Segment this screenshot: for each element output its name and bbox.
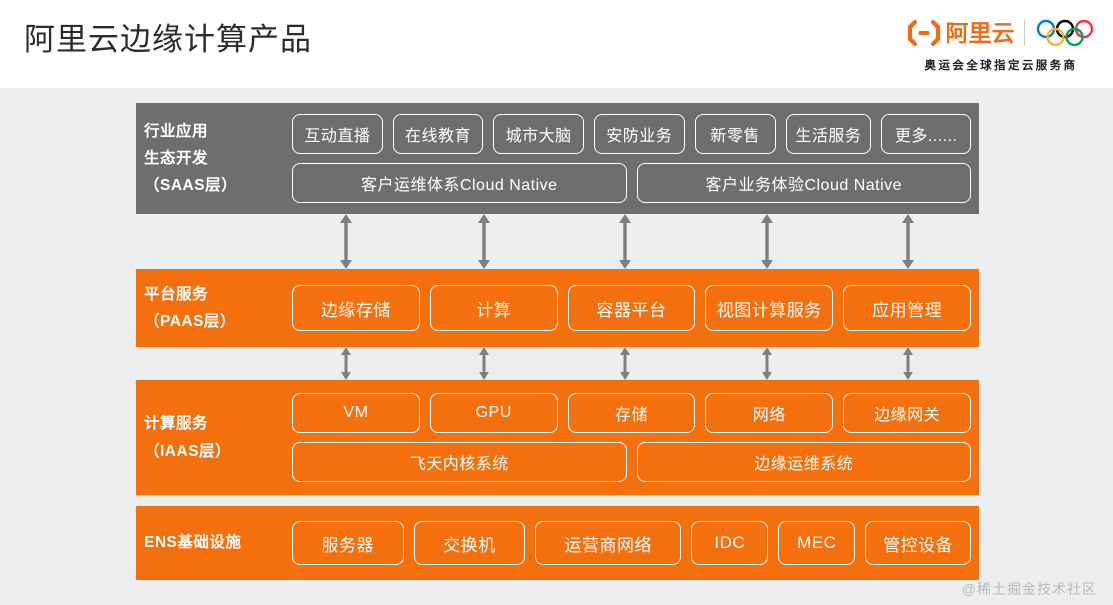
- chip-compute[interactable]: 计算: [429, 285, 558, 331]
- brand-name: 阿里云: [945, 19, 1015, 46]
- chip-life-services[interactable]: 生活服务: [785, 114, 872, 154]
- chip-vm[interactable]: VM: [292, 393, 420, 433]
- chip-edge-ops-system[interactable]: 边缘运维系统: [636, 442, 971, 482]
- page-header: 阿里云边缘计算产品 阿里云 奥运会全球指定云服务商: [0, 0, 1113, 88]
- chip-more[interactable]: 更多......: [881, 114, 971, 154]
- layer-saas: 行业应用 生态开发 （SAAS层） 互动直播 在线教育 城市大脑 安防业务 新零…: [136, 103, 979, 214]
- watermark: @稀土掘金技术社区: [961, 581, 1097, 597]
- layer-paas-label-line-2: （PAAS层）: [144, 313, 236, 330]
- brand-block: 阿里云 奥运会全球指定云服务商: [901, 16, 1101, 73]
- chip-city-brain[interactable]: 城市大脑: [493, 114, 584, 154]
- double-headed-arrow-icon: [901, 347, 915, 380]
- layer-iaas-label: 计算服务 （IAAS层）: [144, 380, 292, 495]
- architecture-diagram: 行业应用 生态开发 （SAAS层） 互动直播 在线教育 城市大脑 安防业务 新零…: [0, 88, 1113, 605]
- chip-server[interactable]: 服务器: [292, 521, 404, 565]
- layer-saas-label-line-2: 生态开发: [144, 149, 209, 167]
- iaas-system-chip-row: 飞天内核系统 边缘运维系统: [292, 442, 971, 482]
- chip-feitian-kernel-system[interactable]: 飞天内核系统: [292, 442, 627, 482]
- paas-chip-row: 边缘存储 计算 容器平台 视图计算服务 应用管理: [292, 285, 971, 331]
- double-headed-arrow-icon: [760, 347, 774, 380]
- layer-iaas-label-line-1: 计算服务: [144, 415, 209, 433]
- chip-gpu[interactable]: GPU: [429, 393, 558, 433]
- saas-cloudnative-chip-row: 客户运维体系Cloud Native 客户业务体验Cloud Native: [292, 163, 971, 203]
- chip-online-education[interactable]: 在线教育: [392, 114, 484, 154]
- layer-ens-body: 服务器 交换机 运营商网络 IDC MEC 管控设备: [292, 506, 972, 580]
- brand-divider: [1023, 20, 1025, 46]
- layer-paas: 平台服务 （PAAS层） 边缘存储 计算 容器平台 视图计算服务 应用管理: [136, 269, 979, 347]
- layer-ens-label-line-1: ENS基础设施: [144, 534, 242, 552]
- layer-iaas-body: VM GPU 存储 网络 边缘网关 飞天内核系统 边缘运维系统: [292, 380, 971, 495]
- chip-network[interactable]: 网络: [705, 393, 834, 433]
- ens-chip-row: 服务器 交换机 运营商网络 IDC MEC 管控设备: [292, 521, 972, 565]
- layer-ens: ENS基础设施 服务器 交换机 运营商网络 IDC MEC 管控设备: [136, 506, 979, 580]
- layer-paas-label-line-1: 平台服务: [144, 285, 209, 303]
- saas-app-chip-row: 互动直播 在线教育 城市大脑 安防业务 新零售 生活服务 更多......: [292, 114, 971, 154]
- double-headed-arrow-icon: [339, 214, 353, 269]
- iaas-resource-chip-row: VM GPU 存储 网络 边缘网关: [292, 393, 971, 433]
- connectors-paas-iaas: [136, 347, 979, 380]
- double-headed-arrow-icon: [618, 347, 632, 380]
- alibaba-cloud-logo-icon: 阿里云: [907, 20, 1015, 46]
- layer-saas-label: 行业应用 生态开发 （SAAS层）: [144, 103, 292, 214]
- layer-paas-body: 边缘存储 计算 容器平台 视图计算服务 应用管理: [292, 269, 971, 347]
- chip-switch[interactable]: 交换机: [413, 521, 526, 565]
- double-headed-arrow-icon: [618, 214, 632, 269]
- chip-edge-storage[interactable]: 边缘存储: [292, 285, 420, 331]
- chip-mec[interactable]: MEC: [778, 521, 856, 565]
- layer-ens-label: ENS基础设施: [144, 506, 292, 580]
- layer-saas-body: 互动直播 在线教育 城市大脑 安防业务 新零售 生活服务 更多...... 客户…: [292, 103, 971, 214]
- connectors-saas-paas: [136, 214, 979, 269]
- double-headed-arrow-icon: [477, 347, 491, 380]
- chip-container-platform[interactable]: 容器平台: [567, 285, 696, 331]
- double-headed-arrow-icon: [339, 347, 353, 380]
- chip-carrier-network[interactable]: 运营商网络: [535, 521, 682, 565]
- chip-new-retail[interactable]: 新零售: [694, 114, 776, 154]
- layer-iaas-label-line-2: （IAAS层）: [144, 442, 232, 460]
- chip-application-management[interactable]: 应用管理: [843, 285, 971, 331]
- olympic-rings-icon: [1036, 19, 1093, 47]
- layer-saas-label-line-3: （SAAS层）: [144, 177, 238, 195]
- double-headed-arrow-icon: [477, 214, 491, 269]
- chip-security-business[interactable]: 安防业务: [593, 114, 685, 154]
- double-headed-arrow-icon: [760, 214, 774, 269]
- layer-paas-label: 平台服务 （PAAS层）: [144, 269, 292, 347]
- double-headed-arrow-icon: [901, 214, 915, 269]
- chip-storage[interactable]: 存储: [567, 393, 696, 433]
- layer-saas-label-line-1: 行业应用: [144, 122, 209, 140]
- chip-idc[interactable]: IDC: [691, 521, 769, 565]
- chip-control-device[interactable]: 管控设备: [865, 521, 972, 565]
- chip-view-compute-service[interactable]: 视图计算服务: [705, 285, 834, 331]
- chip-customer-experience-cloud-native[interactable]: 客户业务体验Cloud Native: [636, 163, 971, 203]
- brand-row: 阿里云: [901, 16, 1101, 50]
- chip-edge-gateway[interactable]: 边缘网关: [843, 393, 971, 433]
- chip-interactive-live[interactable]: 互动直播: [292, 114, 383, 154]
- page-title: 阿里云边缘计算产品: [24, 22, 312, 57]
- chip-customer-ops-cloud-native[interactable]: 客户运维体系Cloud Native: [292, 163, 627, 203]
- layer-iaas: 计算服务 （IAAS层） VM GPU 存储 网络 边缘网关 飞天内核系统 边缘…: [136, 380, 979, 495]
- brand-tagline: 奥运会全球指定云服务商: [924, 60, 1078, 72]
